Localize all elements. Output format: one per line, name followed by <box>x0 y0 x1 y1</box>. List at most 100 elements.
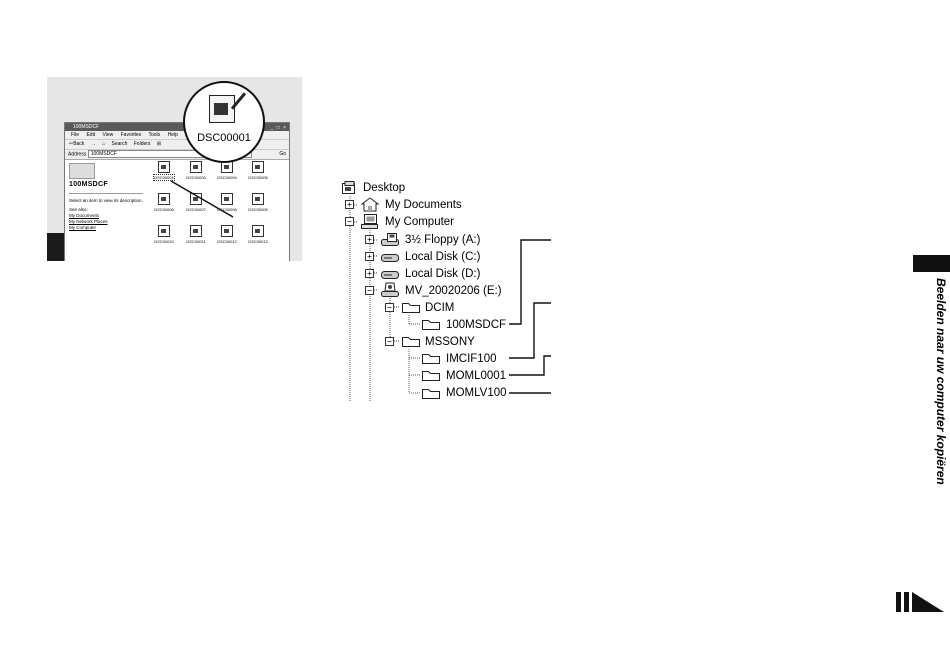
file-label: DSC00008 <box>217 207 237 212</box>
see-also-label: See also: <box>69 207 88 212</box>
callout-pointer <box>170 180 234 218</box>
back-button[interactable]: ⇐Back <box>69 141 85 147</box>
file-item[interactable]: DSC00006 <box>149 193 179 212</box>
address-input[interactable]: 100MSDCF <box>87 150 252 158</box>
menu-tools[interactable]: Tools <box>148 132 161 138</box>
folder-icon <box>421 386 441 405</box>
tree-label: MOML0001 <box>446 370 507 382</box>
tree-desktop[interactable]: Desktop <box>363 181 405 195</box>
file-label: DSC00011 <box>186 239 206 244</box>
explorer-window: 100MSDCF _ □ × File Edit View Favorites … <box>64 122 290 261</box>
tree-100msdcf[interactable]: 100MSDCF <box>446 318 506 332</box>
tree-label: DCIM <box>425 302 455 314</box>
folder-icon <box>421 368 441 387</box>
go-button[interactable]: Go <box>279 151 286 157</box>
up-button[interactable]: ⌂ <box>102 141 106 147</box>
menu-edit[interactable]: Edit <box>86 132 96 138</box>
folder-icon <box>421 351 441 370</box>
file-label: DSC00006 <box>154 207 174 212</box>
tree-label: Local Disk (D:) <box>405 268 481 280</box>
tree-local-disk-c[interactable]: Local Disk (C:) <box>405 250 480 264</box>
explorer-screenshot: 100MSDCF _ □ × File Edit View Favorites … <box>47 77 302 261</box>
continue-arrow-icon <box>896 592 944 612</box>
image-file-icon <box>158 193 170 205</box>
tree-label: My Computer <box>385 216 455 228</box>
image-file-icon <box>221 225 233 237</box>
tree-removable-disk[interactable]: MV_20020206 (E:) <box>405 284 502 298</box>
link-my-computer[interactable]: My Computer <box>69 225 97 230</box>
tree-label: MSSONY <box>425 336 475 348</box>
file-item[interactable]: DSC00013 <box>243 225 273 244</box>
removable-disk-icon <box>380 281 400 303</box>
folder-open-icon <box>401 300 421 319</box>
tree-dcim[interactable]: DCIM <box>425 301 454 315</box>
tree-label: IMCIF100 <box>446 353 497 365</box>
image-file-icon <box>190 161 202 173</box>
tree-momlv100[interactable]: MOMLV100 <box>446 386 507 400</box>
file-label: DSC00003 <box>186 175 206 180</box>
collapse-minus-icon[interactable]: − <box>385 337 394 346</box>
chapter-tab <box>913 255 950 272</box>
window-titlebar: 100MSDCF _ □ × <box>65 123 289 131</box>
desktop-icon <box>341 180 357 201</box>
menu-bar: File Edit View Favorites Tools Help <box>65 131 289 140</box>
callout-label: DSC00001 <box>197 132 251 144</box>
collapse-minus-icon[interactable]: − <box>345 217 354 226</box>
link-my-documents[interactable]: My Documents <box>69 213 100 218</box>
collapse-minus-icon[interactable]: − <box>385 303 394 312</box>
tree-floppy[interactable]: 3½ Floppy (A:) <box>405 233 480 247</box>
tree-moml0001[interactable]: MOML0001 <box>446 369 506 383</box>
tree-local-disk-d[interactable]: Local Disk (D:) <box>405 267 480 281</box>
expand-plus-icon[interactable]: + <box>365 252 374 261</box>
tree-label: My Documents <box>385 199 462 211</box>
file-item[interactable]: DSC00010 <box>149 225 179 244</box>
link-my-network-places[interactable]: My Network Places <box>69 219 108 224</box>
collapse-minus-icon[interactable]: − <box>365 286 374 295</box>
expand-plus-icon[interactable]: + <box>345 200 354 209</box>
search-button[interactable]: Search <box>111 141 128 147</box>
file-item[interactable]: DSC00005 <box>243 161 273 180</box>
file-item[interactable]: DSC00011 <box>181 225 211 244</box>
tree-label: Desktop <box>363 182 406 194</box>
image-file-icon <box>221 161 233 173</box>
folder-icon <box>69 163 95 179</box>
file-label: DSC00010 <box>154 239 174 244</box>
folder-icon <box>421 317 441 336</box>
file-item[interactable]: DSC00003 <box>181 161 211 180</box>
file-item[interactable]: DSC00004 <box>212 161 242 180</box>
expand-plus-icon[interactable]: + <box>365 269 374 278</box>
window-buttons[interactable]: _ □ × <box>270 125 287 131</box>
menu-file[interactable]: File <box>71 132 80 138</box>
file-label: DSC00005 <box>248 175 268 180</box>
folder-open-icon <box>401 334 421 353</box>
my-documents-icon <box>360 197 380 217</box>
tree-my-documents[interactable]: My Documents <box>385 198 462 212</box>
views-button[interactable]: ⊞ <box>156 141 162 147</box>
file-item[interactable]: DSC00009 <box>243 193 273 212</box>
file-item[interactable]: DSC00008 <box>212 193 242 212</box>
tree-label: MV_20020206 (E:) <box>405 285 502 297</box>
menu-favorites[interactable]: Favorites <box>120 132 142 138</box>
divider <box>69 193 143 194</box>
folders-button[interactable]: Folders <box>133 141 151 147</box>
image-file-icon <box>221 193 233 205</box>
image-file-icon <box>252 193 264 205</box>
forward-button[interactable]: → <box>90 141 96 147</box>
expand-plus-icon[interactable]: + <box>365 235 374 244</box>
file-label: DSC00004 <box>217 175 237 180</box>
chapter-title: Beelden naar uw computer kopiëren <box>934 278 948 485</box>
menu-view[interactable]: View <box>102 132 114 138</box>
file-item[interactable]: DSC00001 <box>149 161 179 181</box>
image-file-icon <box>158 161 170 173</box>
toolbar: ⇐Back → ⌂ Search Folders ⊞ <box>65 140 289 150</box>
file-item[interactable]: DSC00012 <box>212 225 242 244</box>
menu-help[interactable]: Help <box>167 132 178 138</box>
image-file-icon <box>190 225 202 237</box>
image-file-icon <box>252 225 264 237</box>
tree-my-computer[interactable]: My Computer <box>385 215 454 229</box>
image-file-icon <box>252 161 264 173</box>
file-label: DSC00013 <box>248 239 268 244</box>
tree-mssony[interactable]: MSSONY <box>425 335 475 349</box>
file-label: DSC00001 <box>153 174 175 181</box>
tree-imcif100[interactable]: IMCIF100 <box>446 352 497 366</box>
